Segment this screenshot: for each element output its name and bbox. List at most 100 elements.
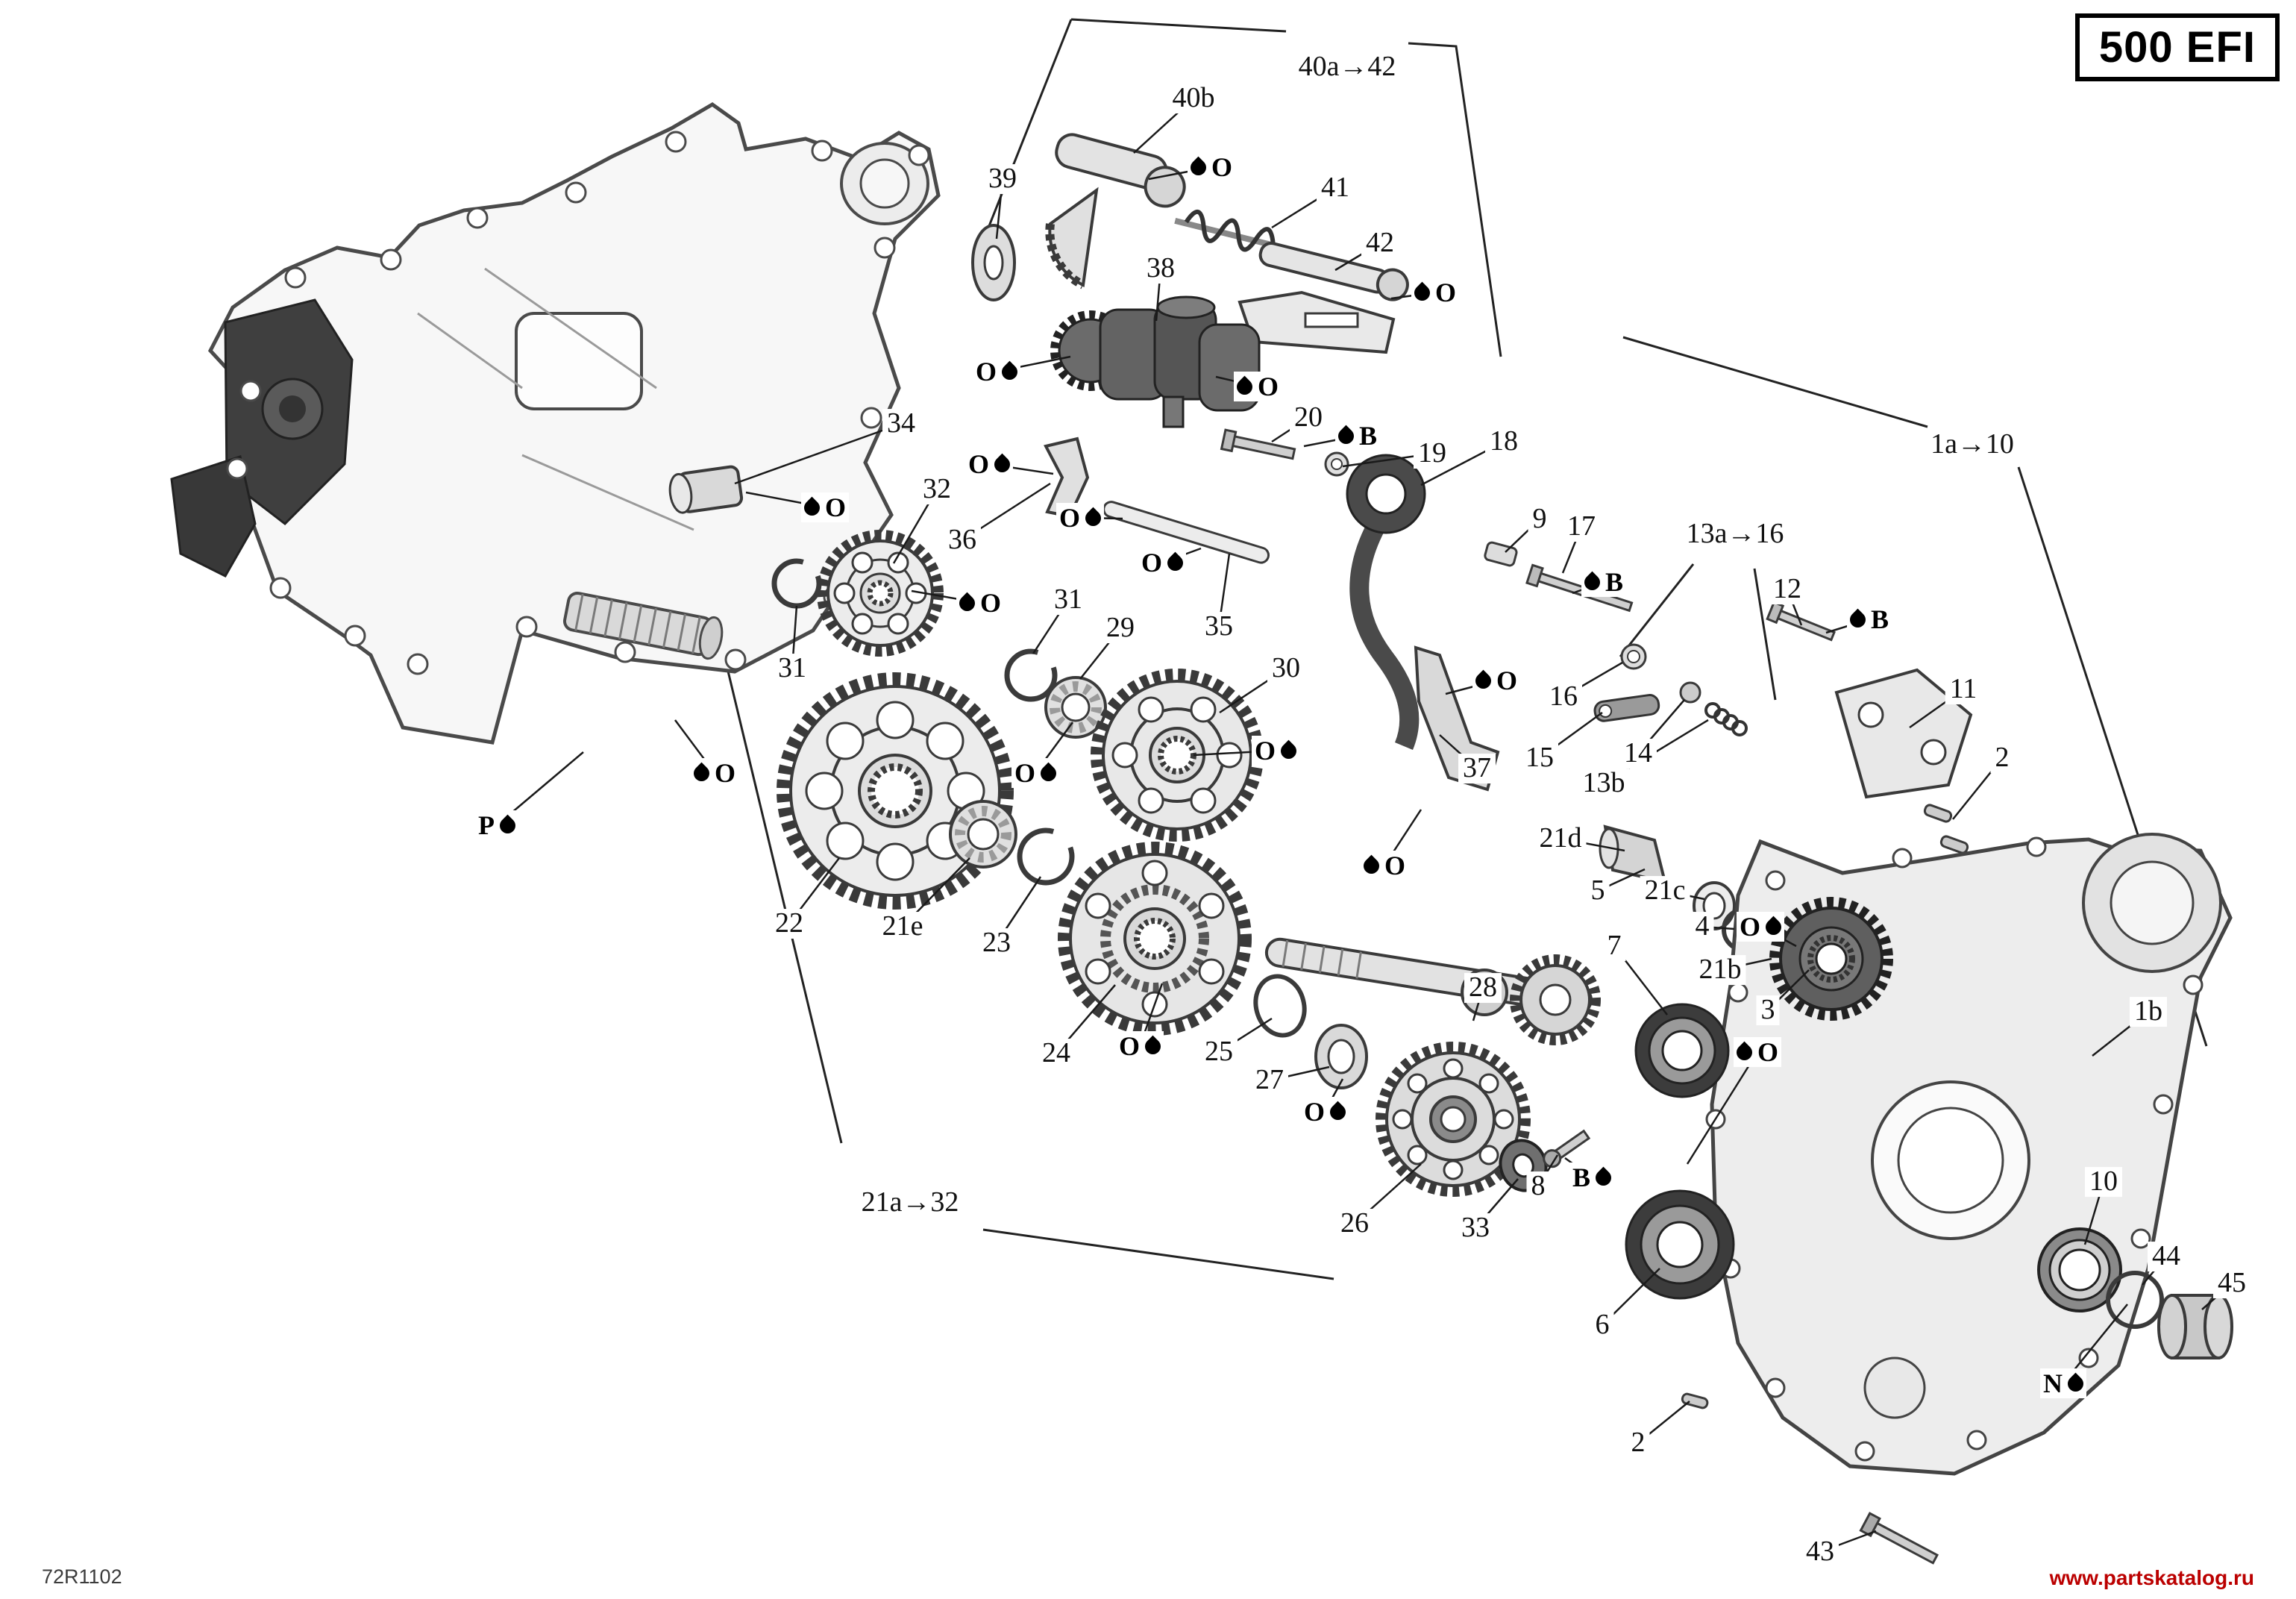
lube-letter: O — [1257, 372, 1279, 401]
sleeve-27 — [1314, 1024, 1368, 1089]
lube-mark-O: O — [1233, 372, 1282, 401]
lube-mark-O: O — [1736, 912, 1785, 942]
part-callout-40a→42: 40a→42 — [1293, 51, 1401, 82]
washer-14 — [1679, 681, 1701, 704]
bolt-43 — [1859, 1512, 1939, 1565]
part-callout-33: 33 — [1457, 1212, 1494, 1243]
part-callout-7: 7 — [1602, 930, 1626, 961]
gear-3 — [1769, 897, 1893, 1021]
lube-letter: O — [1757, 1037, 1779, 1067]
lube-mark-O: O — [1056, 503, 1105, 533]
oil-drop-icon — [1326, 1101, 1349, 1123]
snap-ring-31 — [1004, 648, 1058, 702]
lube-mark-O: O — [1411, 278, 1460, 307]
crankcase — [170, 102, 941, 745]
part-callout-2: 2 — [1990, 742, 2014, 773]
part-callout-19: 19 — [1414, 438, 1451, 469]
part-callout-1b: 1b — [2130, 996, 2167, 1027]
lube-mark-B: B — [1581, 567, 1627, 597]
oil-drop-icon — [496, 814, 519, 836]
part-callout-4: 4 — [1690, 911, 1714, 942]
part-callout-36: 36 — [944, 525, 981, 555]
lube-letter: P — [478, 810, 495, 840]
gear-22 — [777, 672, 1014, 910]
lube-letter: O — [1496, 666, 1518, 695]
lube-mark-O: O — [690, 758, 739, 788]
lube-mark-O: O — [1138, 548, 1187, 578]
oil-drop-icon — [1360, 854, 1383, 877]
lube-letter: B — [1572, 1163, 1591, 1192]
o-ring-44 — [2106, 1271, 2164, 1329]
part-callout-8: 8 — [1526, 1171, 1550, 1201]
lube-letter: O — [1211, 152, 1233, 182]
lube-mark-N: N — [2040, 1368, 2087, 1398]
oil-drop-icon — [2064, 1372, 2087, 1395]
lube-letter: O — [1141, 548, 1163, 578]
oil-drop-icon — [991, 453, 1014, 475]
lever-15 — [1593, 694, 1660, 722]
lube-mark-O: O — [800, 492, 850, 522]
lube-letter: O — [979, 588, 1002, 618]
oil-drop-icon — [1164, 551, 1187, 574]
part-callout-2: 2 — [1626, 1427, 1650, 1458]
lube-mark-O: O — [964, 449, 1014, 479]
part-callout-16: 16 — [1545, 681, 1582, 712]
part-callout-45: 45 — [2213, 1268, 2250, 1298]
oil-drop-icon — [998, 360, 1021, 383]
lube-letter: O — [1254, 736, 1276, 766]
oil-drop-icon — [1187, 156, 1210, 178]
dowel-pin-2 — [1681, 1392, 1709, 1409]
lube-letter: O — [1118, 1031, 1141, 1061]
oil-seal-10 — [2037, 1227, 2122, 1312]
oil-drop-icon — [1581, 571, 1604, 593]
gear-32 — [817, 530, 944, 657]
oil-drop-icon — [1233, 375, 1256, 398]
oil-drop-icon — [1472, 669, 1495, 692]
shift-arm-18 — [1346, 454, 1426, 751]
seal-ring-25 — [1253, 974, 1307, 1038]
part-callout-18: 18 — [1485, 426, 1522, 457]
lube-mark-O: O — [1472, 666, 1521, 695]
part-callout-37: 37 — [1458, 753, 1496, 783]
part-callout-15: 15 — [1521, 742, 1558, 773]
oil-drop-icon — [1141, 1035, 1164, 1057]
part-callout-21b: 21b — [1694, 954, 1746, 985]
lube-mark-O: O — [1300, 1097, 1349, 1127]
part-callout-20: 20 — [1290, 402, 1327, 433]
lube-letter: B — [1605, 567, 1624, 597]
oil-drop-icon — [690, 762, 713, 784]
countershaft-28 — [1264, 937, 1601, 1045]
bearing-6 — [1625, 1189, 1735, 1300]
lube-letter: B — [1358, 421, 1378, 451]
part-callout-5: 5 — [1586, 875, 1610, 906]
bushing-34 — [668, 465, 744, 514]
lube-letter: N — [2043, 1368, 2063, 1398]
part-callout-21c: 21c — [1640, 875, 1690, 906]
part-callout-32: 32 — [918, 474, 956, 504]
lube-mark-O: O — [1187, 152, 1236, 182]
oil-drop-icon — [1037, 762, 1060, 784]
part-callout-11: 11 — [1945, 674, 1982, 704]
part-callout-34: 34 — [882, 408, 920, 439]
fork-shaft-35 — [1102, 501, 1270, 564]
gear-26 — [1376, 1042, 1531, 1197]
dowel-pin-2 — [1923, 804, 1953, 823]
part-callout-1a→10: 1a→10 — [1926, 429, 2019, 460]
bearing-21e — [949, 800, 1017, 869]
part-callout-3: 3 — [1756, 995, 1780, 1025]
part-callout-38: 38 — [1142, 253, 1179, 284]
lube-mark-B: B — [1846, 604, 1892, 634]
gear-24 — [1058, 842, 1252, 1036]
part-callout-43: 43 — [1801, 1536, 1839, 1567]
lube-letter: O — [1384, 851, 1406, 880]
part-callout-12: 12 — [1769, 574, 1806, 604]
spring-13b — [1704, 702, 1748, 736]
part-callout-21e: 21e — [877, 911, 928, 942]
part-callout-31: 31 — [774, 653, 811, 683]
lube-mark-O: O — [1251, 736, 1300, 766]
dowel-pin-2 — [1939, 835, 1969, 854]
oil-drop-icon — [1277, 739, 1300, 762]
lube-letter: B — [1870, 604, 1889, 634]
